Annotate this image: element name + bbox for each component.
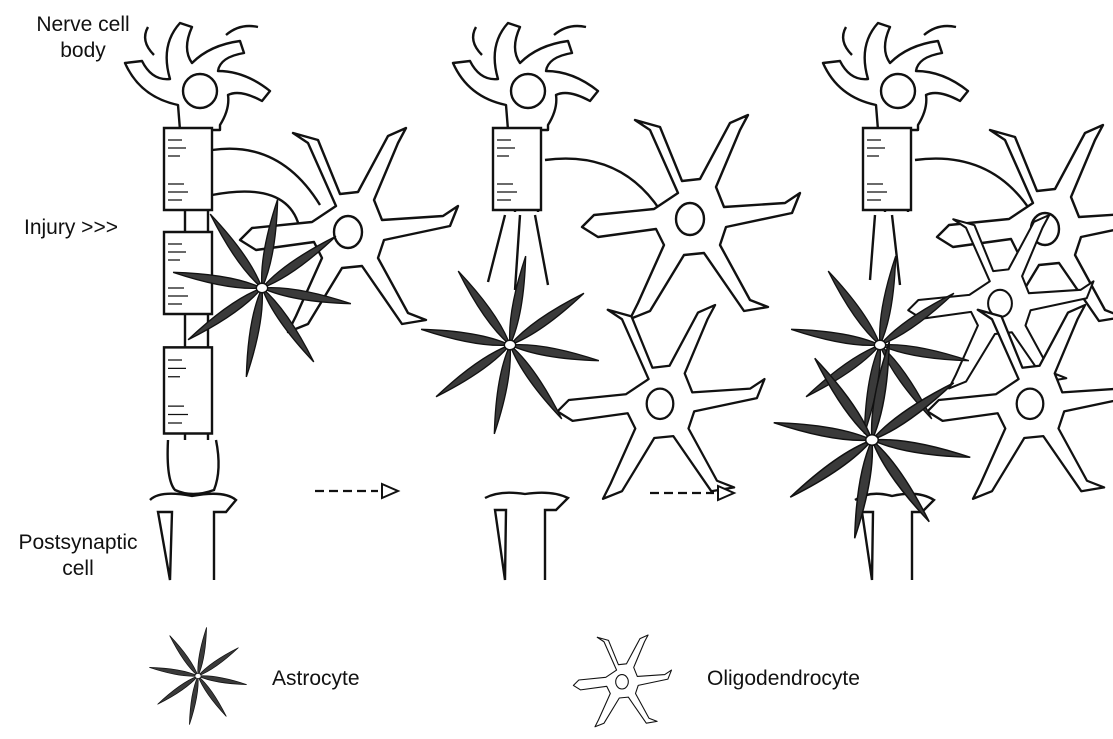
postsynaptic-cell-label: Postsynaptic cell [4, 530, 152, 583]
postsynaptic-cell-label-line-1: Postsynaptic [4, 530, 152, 556]
postsynaptic-cell [485, 493, 568, 580]
dashed-arrow-1 [315, 484, 398, 498]
oligodendrocyte-icon [573, 635, 671, 727]
panel-2-degenerating-axon [420, 23, 800, 580]
panel-1-intact-neuron [125, 23, 458, 580]
myelin-sheath [493, 128, 541, 210]
myelin-sheath [863, 128, 911, 210]
injury-label: Injury >>> [24, 215, 118, 241]
nerve-cell-body [823, 23, 968, 130]
nerve-cell-body-label-line-1: Nerve cell [8, 12, 158, 38]
nerve-cell-body-label: Nerve cell body [8, 12, 158, 65]
legend-astrocyte-label: Astrocyte [272, 666, 360, 692]
astrocyte-icon [149, 627, 247, 725]
nerve-cell-body [453, 23, 598, 130]
oligodendrocyte-panel-2a [582, 115, 800, 319]
oligodendrocyte-panel-2b [557, 305, 764, 499]
panel-3-glial-scar [773, 23, 1113, 580]
nerve-cell-body-label-line-2: body [8, 38, 158, 64]
legend-oligodendrocyte-label: Oligodendrocyte [707, 666, 860, 692]
dashed-arrow-2 [650, 486, 734, 500]
postsynaptic-cell-label-line-2: cell [4, 556, 152, 582]
